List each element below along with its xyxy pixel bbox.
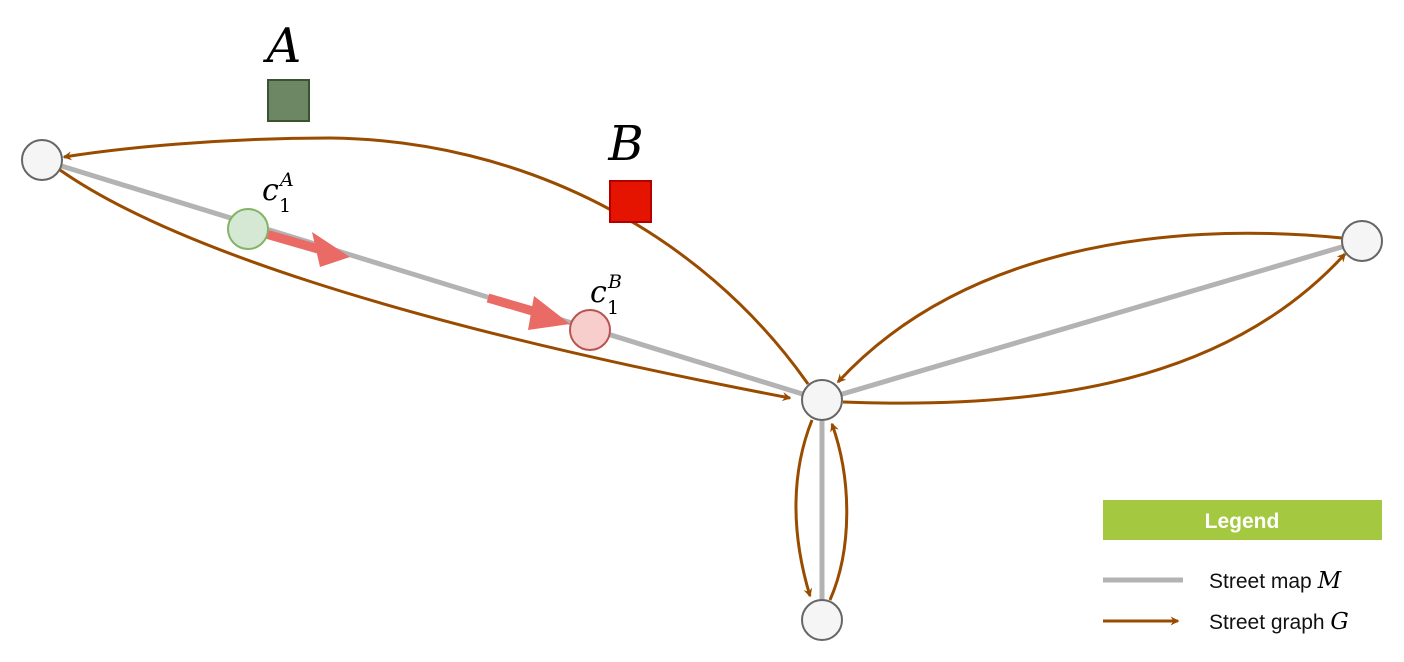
street-graph-edge-bottom-to-center [828,422,849,601]
agent-b-label: B [607,116,643,172]
street-graph-edge-center-to-bottom [794,419,814,598]
street-graph-edge-right-to-center-upper [836,231,1343,384]
car-b-label: c B 1 [590,271,622,319]
car-a-label-sup: A [278,169,294,191]
node-left [21,139,63,181]
legend-street-graph-label: Street graph G [1209,609,1349,635]
legend-header [1103,500,1382,540]
agent-a-square [267,79,310,122]
agent-a-label: A [263,18,302,74]
car-b-label-sup: B [607,271,622,293]
car-b-label-sub: 1 [607,297,619,319]
car-b-marker [569,309,611,351]
street-map-edges [41,157,1363,620]
agent-b: B [607,116,652,223]
car-a-label: c A 1 [262,169,294,217]
street-graph-edge-left-to-center-lower [59,168,792,402]
car-a-label-sub: 1 [279,195,291,217]
street-graph-edge-center-to-right-lower [842,252,1347,405]
movement-arrow-a [264,229,350,267]
legend-street-map-label: Street map M [1209,568,1343,594]
street-graph-edge-center-to-left-upper [62,136,810,385]
street-map-edge-left [41,157,823,403]
legend: Legend Street map M Street graph G [1103,500,1382,635]
car-a-label-base: c [262,173,279,208]
car-movement-arrows [264,229,570,330]
car-b-label-base: c [590,275,607,310]
agent-a: A [263,18,310,122]
legend-title: Legend [1205,510,1280,533]
node-right [1341,220,1383,262]
agent-b-square [609,180,652,223]
node-center [801,379,843,421]
node-bottom [801,599,843,641]
street-map-edge-right [821,238,1363,403]
car-a-marker [227,208,269,250]
street-graph-edges [59,136,1347,601]
street-nodes [21,139,1383,641]
movement-arrow-b [486,293,570,330]
